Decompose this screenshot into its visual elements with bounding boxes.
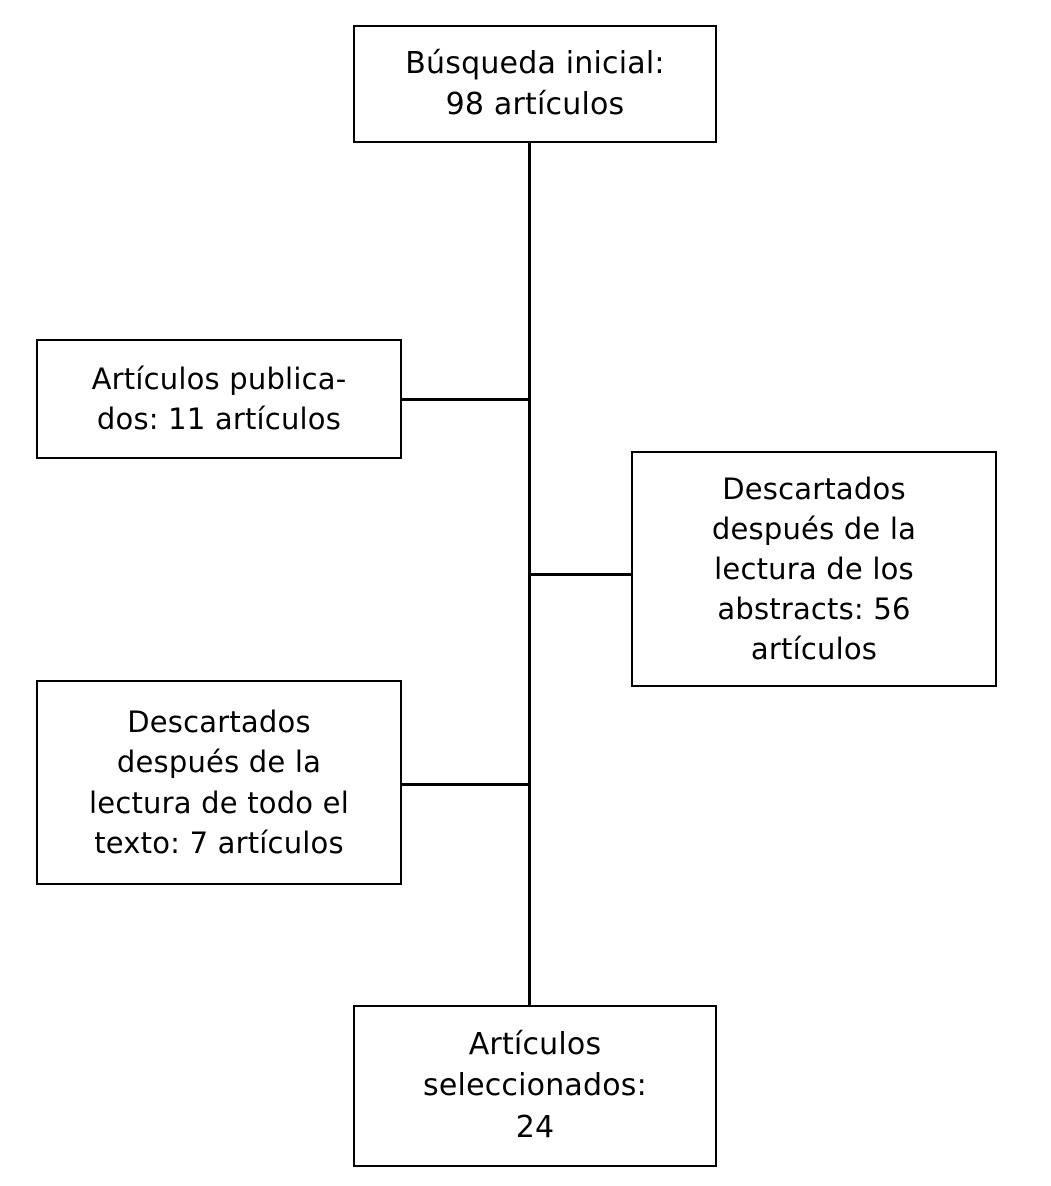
connector-to-published-articles — [400, 398, 530, 401]
node-selected-articles: Artículos seleccionados: 24 — [353, 1005, 717, 1167]
connector-to-discarded-abstracts — [528, 573, 633, 576]
node-published-articles: Artículos publica- dos: 11 artículos — [36, 339, 402, 459]
node-discarded-after-abstracts: Descartados después de la lectura de los… — [631, 451, 997, 687]
node-initial-search: Búsqueda inicial: 98 artículos — [353, 25, 717, 143]
node-discarded-after-fulltext: Descartados después de la lectura de tod… — [36, 680, 402, 885]
connector-to-discarded-fulltext — [400, 783, 530, 786]
